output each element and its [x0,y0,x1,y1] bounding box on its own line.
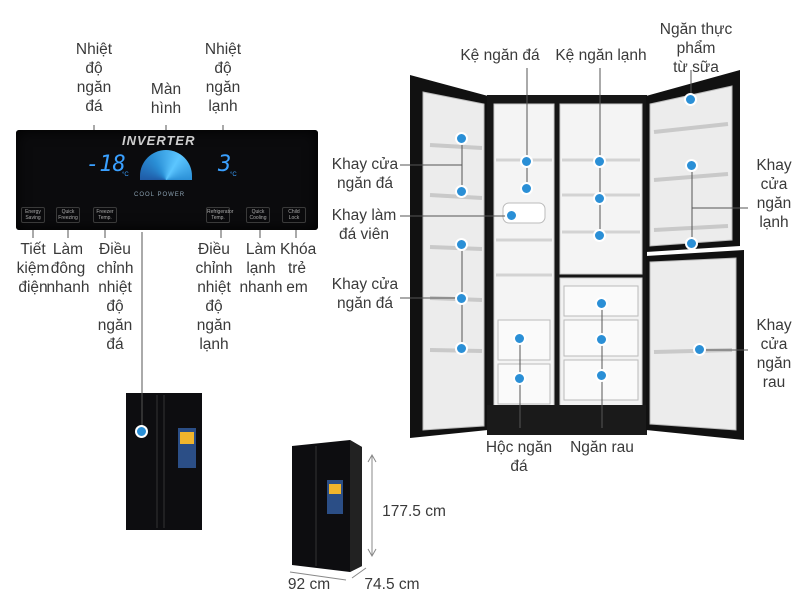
label-freezer-shelf: Kệ ngăn đá [460,47,540,64]
dimension-depth: 74.5 cm [364,576,420,593]
marker-dot [135,425,148,438]
marker-dot [595,333,608,346]
label-adjust-fridge: Điều chỉnh nhiệt độ ngăn lạnh [195,241,233,353]
marker-dot [455,185,468,198]
label-adjust-freezer: Điều chỉnh nhiệt độ ngăn đá [96,241,134,353]
marker-dot [520,182,533,195]
marker-dot [595,369,608,382]
marker-dot [593,229,606,242]
marker-dot [593,192,606,205]
label-ice-maker: Khay làm đá viên [331,207,397,243]
label-quick-freeze: Làm đông nhanh [46,241,90,296]
label-freezer-door-tray-1: Khay cửa ngăn đá [331,156,399,192]
quick-cooling-button[interactable]: Quick Cooling [246,207,270,223]
freezer-temp-button[interactable]: Freezer Temp. [93,207,117,223]
marker-dot [455,132,468,145]
freezer-unit: °C [122,172,129,178]
closed-fridge-front-illustration [126,393,202,530]
cool-power-text: COOL POWER [134,192,186,198]
dimension-width: 92 cm [287,576,331,593]
marker-dot [513,372,526,385]
label-freezer-drawer: Hộc ngăn đá [485,439,553,475]
label-freezer-temp: Nhiệt độ ngăn đá [75,41,113,115]
child-lock-button[interactable]: Child Lock [282,207,306,223]
fridge-temp-display: 3 [218,152,232,177]
marker-dot [593,155,606,168]
marker-dot [513,332,526,345]
closed-fridge-angled-illustration [292,440,362,572]
fridge-unit: °C [230,172,237,178]
marker-dot [505,209,518,222]
marker-dot [685,237,698,250]
marker-dot [684,93,697,106]
label-screen: Màn hình [150,81,182,117]
label-quick-cool: Làm lạnh nhanh [239,241,283,296]
marker-dot [520,155,533,168]
refrigerator-temp-button[interactable]: Refrigerator Temp. [206,207,234,223]
screen-display-icon [140,150,192,180]
label-fridge-door-tray: Khay cửa ngăn lạnh [756,157,792,231]
freezer-temp-display: -18 [86,152,126,177]
open-fridge-illustration [410,70,744,440]
label-fridge-shelf: Kệ ngăn lạnh [555,47,647,64]
label-fridge-temp: Nhiệt độ ngăn lạnh [204,41,242,115]
dimension-lines [289,453,377,581]
control-panel: INVERTER -18 °C 3 °C COOL POWER Energy S… [16,130,318,230]
label-vegetable-drawer: Ngăn rau [570,439,634,456]
label-dairy: Ngăn thực phẩm từ sữa [659,21,733,76]
marker-dot [455,292,468,305]
label-freezer-door-tray-2: Khay cửa ngăn đá [331,276,399,312]
marker-dot [455,342,468,355]
label-energy-saving: Tiết kiệm điện [16,241,50,296]
energy-saving-button[interactable]: Energy Saving [21,207,45,223]
dimension-height: 177.5 cm [382,503,446,520]
leader-lines [32,68,748,432]
marker-dot [595,297,608,310]
label-child-lock: Khóa trẻ em [280,241,317,296]
marker-dot [455,238,468,251]
label-vegetable-door-tray: Khay cửa ngăn rau [756,317,792,391]
inverter-logo: INVERTER [122,133,196,148]
marker-dot [693,343,706,356]
quick-freezing-button[interactable]: Quick Freezing [56,207,80,223]
marker-dot [685,159,698,172]
